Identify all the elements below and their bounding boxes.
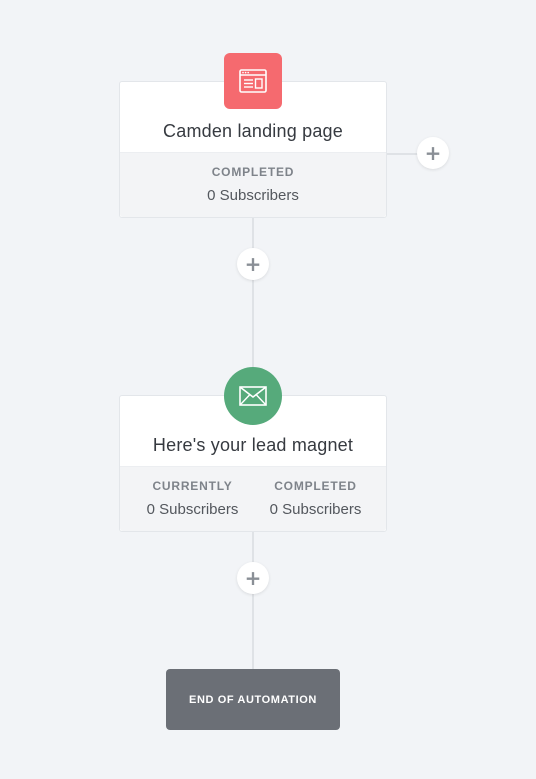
node-title: Camden landing page <box>163 121 343 141</box>
add-step-button[interactable]: + <box>237 248 269 280</box>
stat-completed: COMPLETED 0 Subscribers <box>253 479 378 518</box>
add-branch-button[interactable]: + <box>417 137 449 169</box>
stat-currently: CURRENTLY 0 Subscribers <box>130 479 255 518</box>
stat-value: 0 Subscribers <box>269 501 362 518</box>
stat-label: CURRENTLY <box>152 479 233 493</box>
landing-page-node-card[interactable]: Camden landing page COMPLETED 0 Subscrib… <box>119 81 387 218</box>
connector-line <box>252 217 254 395</box>
node-stats: CURRENTLY 0 Subscribers COMPLETED 0 Subs… <box>120 466 386 531</box>
end-label: END OF AUTOMATION <box>189 693 317 706</box>
add-step-button[interactable]: + <box>237 562 269 594</box>
stat-completed: COMPLETED 0 Subscribers <box>120 165 386 204</box>
connector-line <box>252 531 254 670</box>
landing-page-icon <box>224 53 282 109</box>
node-title: Here's your lead magnet <box>152 435 354 455</box>
branch-connector-line <box>387 153 419 155</box>
envelope-icon <box>224 367 282 425</box>
stat-label: COMPLETED <box>211 165 295 179</box>
end-of-automation: END OF AUTOMATION <box>166 669 340 730</box>
stat-label: COMPLETED <box>274 479 357 493</box>
stat-value: 0 Subscribers <box>207 187 299 204</box>
stat-value: 0 Subscribers <box>146 501 239 518</box>
email-node-card[interactable]: Here's your lead magnet CURRENTLY 0 Subs… <box>119 395 387 532</box>
node-stats: COMPLETED 0 Subscribers <box>120 152 386 217</box>
